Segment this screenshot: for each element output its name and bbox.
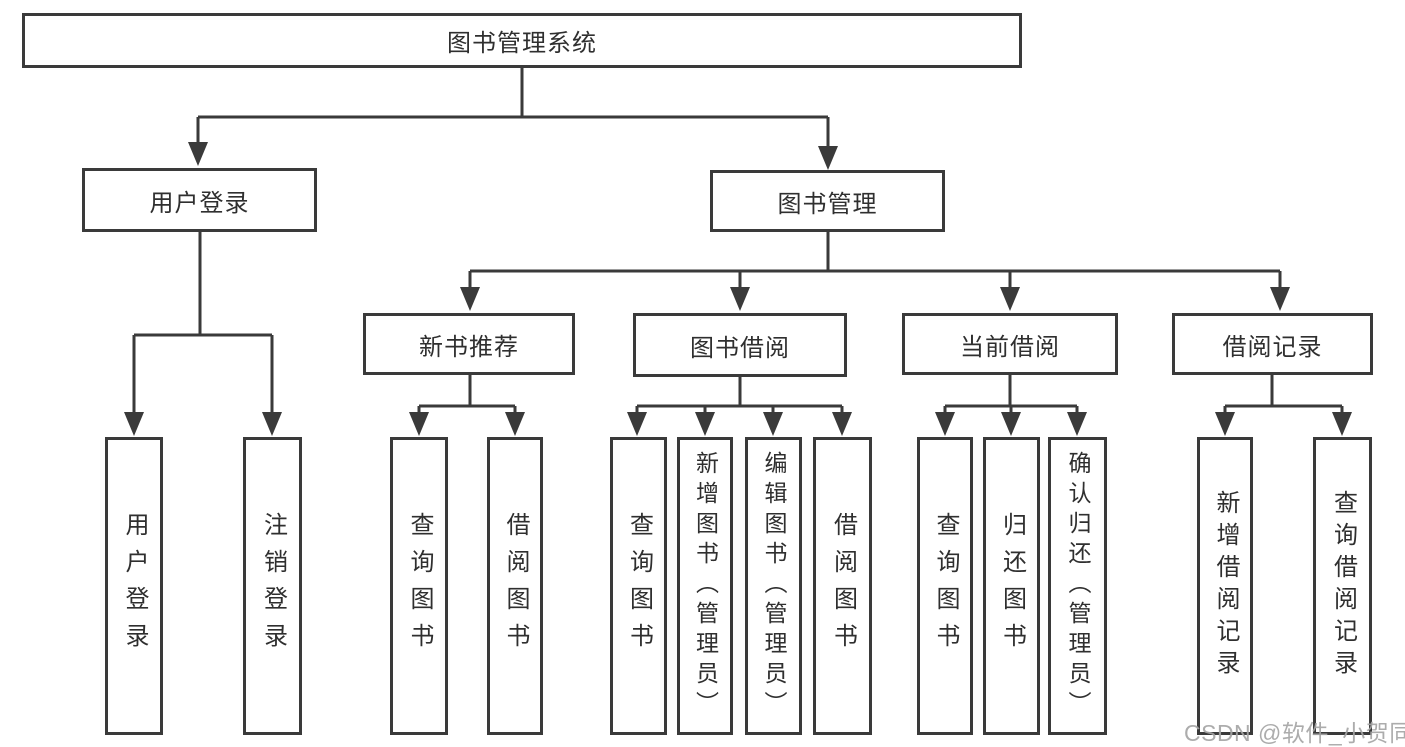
node-label: 图书管理系统 [447,30,597,57]
connector-root-to-level2 [188,68,838,170]
node-new-book-recommend: 新书推荐 [363,313,575,375]
node-label: 查询图书 [625,512,653,660]
leaf-return-book: 归还图书 [983,437,1040,735]
connector-new-book-recommend-branch [409,375,525,436]
node-label: 借阅记录 [1222,333,1323,361]
connector-user-login-branch [124,232,282,436]
leaf-user-login: 用户登录 [105,437,163,735]
connector-current-borrow-branch [935,375,1087,436]
leaf-query-books-current: 查询图书 [917,437,973,735]
node-label: 当前借阅 [960,333,1060,361]
node-label: 确认归还（管理员） [1065,451,1091,721]
leaf-edit-book-admin: 编辑图书（管理员） [745,437,802,735]
node-book-borrow: 图书借阅 [633,313,847,377]
node-label: 新增图书（管理员） [692,451,719,721]
node-label: 用户登录 [149,189,250,217]
node-label: 借阅图书 [829,512,857,660]
node-label: 新书推荐 [419,333,519,361]
leaf-borrow-books-recommend: 借阅图书 [487,437,543,735]
node-borrow-records: 借阅记录 [1172,313,1373,375]
connector-book-management-to-level3 [460,232,1290,311]
leaf-confirm-return-admin: 确认归还（管理员） [1048,437,1107,735]
connector-book-borrow-branch [627,377,852,436]
node-label: 图书管理 [777,190,878,218]
node-label: 编辑图书（管理员） [761,451,787,721]
node-label: 借阅图书 [502,512,529,660]
leaf-borrow-books: 借阅图书 [813,437,872,735]
leaf-query-books-borrow: 查询图书 [610,437,667,735]
node-label: 注销登录 [259,512,287,660]
leaf-query-books-recommend: 查询图书 [390,437,448,735]
node-label: 图书借阅 [690,334,790,362]
node-label: 查询借阅记录 [1329,490,1357,682]
node-label: 查询图书 [406,512,433,660]
leaf-query-borrow-record: 查询借阅记录 [1313,437,1372,735]
csdn-watermark: CSDN @软件_小贺同学 [1184,720,1405,746]
leaf-logout: 注销登录 [243,437,302,735]
node-user-login: 用户登录 [82,168,317,232]
node-book-management: 图书管理 [710,170,945,232]
node-library-management-system: 图书管理系统 [22,13,1022,68]
node-label: 查询图书 [932,512,959,660]
connector-borrow-records-branch [1215,375,1352,436]
node-current-borrow: 当前借阅 [902,313,1118,375]
leaf-add-borrow-record: 新增借阅记录 [1197,437,1253,735]
leaf-add-book-admin: 新增图书（管理员） [677,437,733,735]
node-label: 新增借阅记录 [1212,490,1239,682]
node-label: 归还图书 [998,512,1026,660]
node-label: 用户登录 [121,512,148,660]
